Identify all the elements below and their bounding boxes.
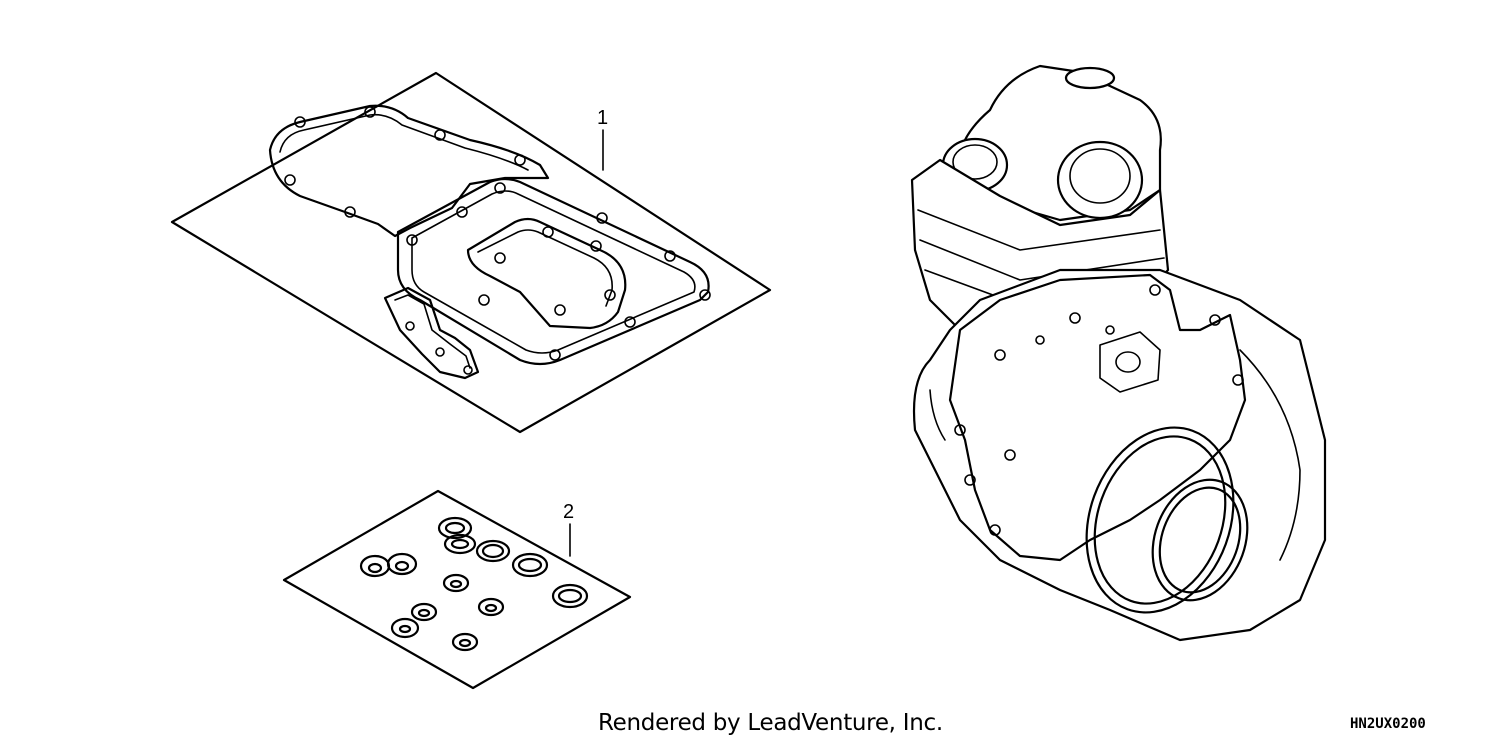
callout-1[interactable]: 1 [597, 107, 608, 129]
footer-credit: Rendered by LeadVenture, Inc. [598, 710, 943, 736]
engine-assembly-icon [910, 64, 1327, 642]
diagram-code: HN2UX0200 [1350, 716, 1426, 732]
gasket-sheet-icon[interactable] [170, 71, 772, 434]
oring-sheet-icon[interactable] [282, 489, 632, 690]
callout-2[interactable]: 2 [563, 501, 574, 523]
